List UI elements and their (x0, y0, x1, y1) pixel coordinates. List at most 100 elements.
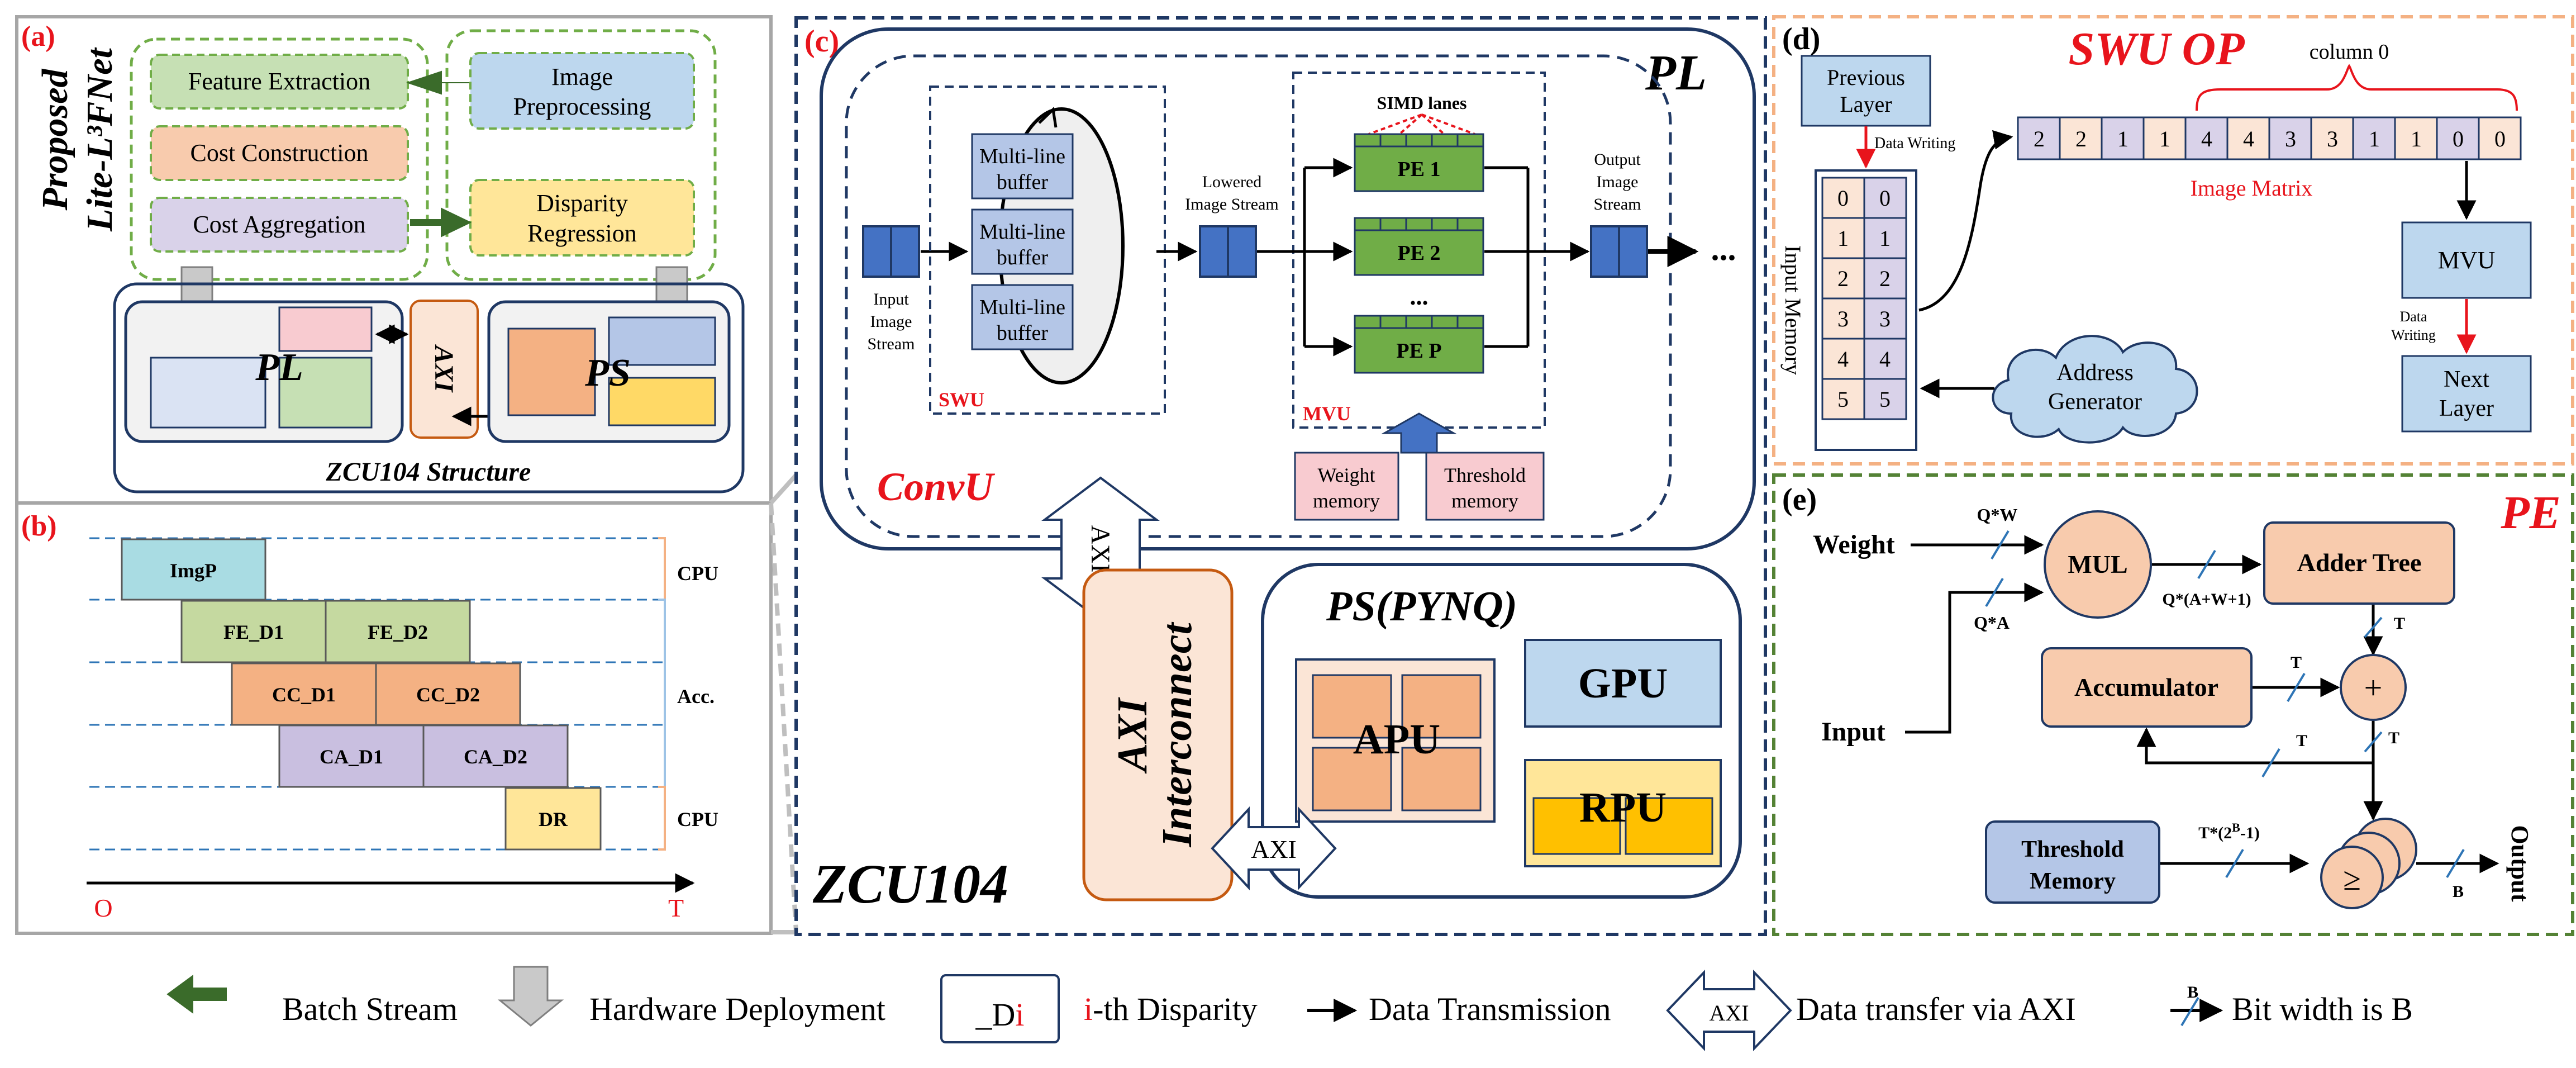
output-line3: Stream (1594, 195, 1641, 213)
bracket-cpu-top (658, 537, 666, 601)
zoom-connector-diagonal (769, 502, 798, 933)
axi-interconnect-box (1082, 568, 1234, 901)
output-ellipsis: ... (1711, 230, 1736, 267)
panel-e: (e) PE Weight Input Q*W Q*A MUL Q*(A+W+1… (1772, 473, 2574, 936)
image-matrix: 2 2 1 1 4 4 3 3 1 1 0 0 (2017, 116, 2522, 160)
simd-label: SIMD lanes (1377, 93, 1467, 113)
buffer-3-line1: Multi-line (979, 296, 1065, 319)
matrix-cell: 1 (2117, 126, 2129, 151)
legend-data-transfer: Data transfer via AXI (1796, 991, 2076, 1027)
swu-op-title: SWU OP (2068, 23, 2245, 75)
memory-grid: 0 0 1 1 2 2 3 3 4 4 5 5 (1821, 177, 1907, 420)
legend-di-prefix: _D (975, 996, 1015, 1033)
threshold-memory-e-line1: Threshold (2021, 837, 2124, 862)
side-title-line2: Lite-L³FNet (79, 48, 120, 232)
threshold-memory-line1: Threshold (1444, 464, 1526, 486)
block-imgp (121, 538, 266, 601)
output-stream-block (1618, 225, 1648, 278)
matrix-cell: 4 (2201, 126, 2212, 151)
data-writing2-line1: Data (2399, 308, 2427, 325)
axis-origin: O (94, 894, 112, 922)
ps-block-yellow (608, 377, 716, 426)
memory-cell: 2 (1837, 266, 1849, 291)
address-generator-cloud (1992, 335, 2198, 444)
buffer-2-line1: Multi-line (979, 220, 1065, 244)
legend-deployment-icon (497, 966, 564, 1027)
data-writing-label: Data Writing (1874, 135, 1955, 152)
threshold-memory-box (1425, 452, 1545, 521)
bracket-acc (658, 599, 666, 788)
adder-tree-box (2263, 521, 2455, 605)
legend-batch-stream: Batch Stream (282, 991, 458, 1027)
image-preprocessing-line2: Preprocessing (513, 93, 651, 120)
pe-dots: ... (1410, 283, 1429, 310)
legend-bit-b: B (2187, 983, 2198, 1001)
threshold-memory-line2: memory (1451, 490, 1518, 512)
plus-label: + (2364, 670, 2383, 706)
matrix-cell: 1 (2369, 126, 2380, 151)
b-label: B (2453, 882, 2464, 901)
memory-to-mvu-arrow (1381, 412, 1457, 454)
axi-bridge-label: AXI (429, 344, 459, 393)
input-stream-line1: Input (873, 290, 909, 308)
column0-brace (2196, 64, 2518, 111)
structure-caption: ZCU104 Structure (326, 457, 531, 487)
block-fe-d1-label: FE_D1 (223, 621, 284, 643)
weight-label: Weight (1813, 530, 1895, 559)
panel-c: (c) PL Input Image Stream Multi-line buf… (794, 16, 1767, 936)
disparity-regression-line1: Disparity (536, 189, 628, 217)
t2b-sup: B (2232, 820, 2240, 834)
memory-cell: 4 (1837, 346, 1849, 372)
buffer-3 (971, 284, 1074, 350)
buffer-3-line2: buffer (997, 321, 1048, 345)
input-label: Input (1821, 717, 1885, 747)
panel-e-tag: (e) (1782, 482, 1817, 517)
address-line2: Generator (2048, 389, 2142, 415)
side-title-line1: Proposed (35, 69, 75, 211)
swu-label: SWU (939, 388, 984, 411)
mvu-label: MVU (1303, 402, 1351, 425)
pl-label: PL (255, 346, 303, 389)
legend-di-box (940, 974, 1060, 1043)
image-preprocessing-line1: Image (551, 63, 613, 91)
legend-axi-icon (1666, 970, 1792, 1051)
accumulator-label: Accumulator (2074, 673, 2218, 701)
panel-b-tag: (b) (21, 510, 57, 542)
pe-1: PE 1 (1354, 133, 1484, 192)
panel-b: (b) ImgP FE_D1 FE_D2 CC_D1 CC_D2 CA_D1 C… (15, 501, 773, 935)
bracket-cpu-bottom (658, 786, 666, 851)
interconnect-line2: Interconnect (1154, 621, 1201, 848)
label-acc: Acc. (677, 685, 715, 708)
buffer-1 (971, 133, 1074, 200)
block-cc-d2 (375, 662, 521, 726)
t-label-3: T (2296, 732, 2307, 750)
matrix-cell: 4 (2243, 126, 2254, 151)
cost-aggregation-label: Cost Aggregation (193, 211, 365, 238)
axis-end: T (668, 894, 684, 922)
block-dr-label: DR (539, 808, 568, 830)
block-cc-d2-label: CC_D2 (416, 683, 480, 706)
block-fe-d1 (180, 600, 327, 663)
legend-ith-rest: -th Disparity (1093, 991, 1258, 1027)
legend: Batch Stream Hardware Deployment _Di i-t… (166, 966, 2413, 1051)
buffer-1-line1: Multi-line (979, 145, 1065, 168)
panel-c-tag: (c) (804, 24, 839, 59)
threshold-memory-e-box (1985, 820, 2160, 904)
matrix-cell: 3 (2327, 126, 2338, 151)
axi-horizontal-label: AXI (1251, 835, 1297, 863)
gpu-box (1524, 639, 1722, 728)
batch-stream-arrow-right (410, 207, 472, 238)
matrix-cell: 1 (2411, 126, 2422, 151)
qa-label: Q*A (1974, 613, 2010, 633)
mul-circle (2044, 510, 2152, 619)
block-fe-d2-label: FE_D2 (368, 621, 428, 643)
zoom-connector-top (769, 473, 798, 505)
t-label-2: T (2291, 653, 2302, 672)
pl-title: PL (1645, 45, 1707, 101)
legend-di-i: i (1015, 996, 1024, 1033)
memory-cell: 3 (1879, 306, 1891, 331)
block-ca-d2 (422, 724, 569, 788)
memory-cell: 3 (1837, 306, 1849, 331)
convu-label: ConvU (877, 464, 996, 509)
next-layer-line2: Layer (2439, 396, 2494, 421)
